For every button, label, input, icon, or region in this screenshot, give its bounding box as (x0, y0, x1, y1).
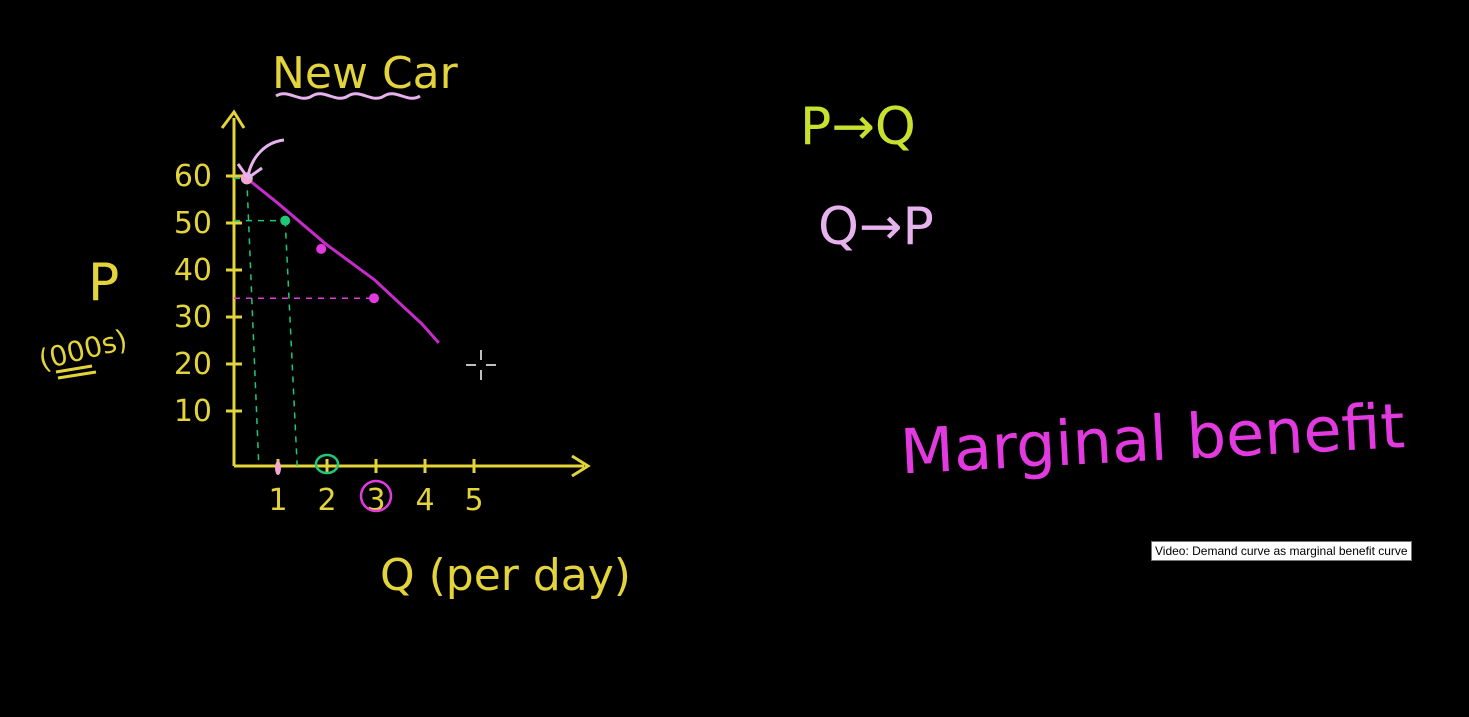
pointer-arrow (236, 138, 285, 181)
title-underline (275, 92, 421, 100)
y-unit-underline (55, 364, 97, 380)
y-axis-arrow (220, 109, 246, 129)
video-tooltip: Video: Demand curve as marginal benefit … (1151, 541, 1412, 561)
note-q-to-p: Q→P (818, 197, 934, 257)
x-tick-label-2: 2 (317, 483, 336, 518)
x-tick-label-5: 5 (464, 483, 483, 518)
x-tick-label-3: 3 (366, 483, 385, 518)
note-marginal-benefit: Marginal benefit (898, 389, 1406, 488)
x-tick-label-1: 1 (268, 483, 287, 518)
circled-ticks (275, 453, 393, 513)
axes (220, 109, 591, 478)
y-tick-label-40: 40 (174, 253, 212, 288)
curve-point (369, 293, 379, 304)
x-axis-label: Q (per day) (380, 550, 631, 601)
y-tick-label-30: 30 (174, 300, 212, 335)
x-axis-arrow (571, 454, 591, 478)
y-tick-label-50: 50 (174, 206, 212, 241)
note-p-to-q: P→Q (800, 97, 916, 157)
circled-tick-3 (359, 479, 393, 513)
guide-lines (234, 177, 374, 467)
y-tick-label-60: 60 (174, 159, 212, 194)
y-tick-label-20: 20 (174, 347, 212, 382)
curve-point (280, 215, 291, 226)
crosshair-cursor-icon (466, 350, 496, 380)
x-tick-label-4: 4 (415, 483, 434, 518)
chart-title: New Car (272, 48, 459, 99)
demand-curve (245, 177, 440, 344)
y-tick-label-10: 10 (174, 394, 212, 429)
circled-tick-2 (314, 453, 340, 475)
guide-line (284, 220, 298, 467)
curve-point (316, 243, 327, 254)
demand-curve-layer (245, 177, 440, 344)
y-axis-label: P (88, 253, 119, 313)
tick-1-highlight (275, 461, 281, 475)
guide-line (246, 178, 260, 467)
